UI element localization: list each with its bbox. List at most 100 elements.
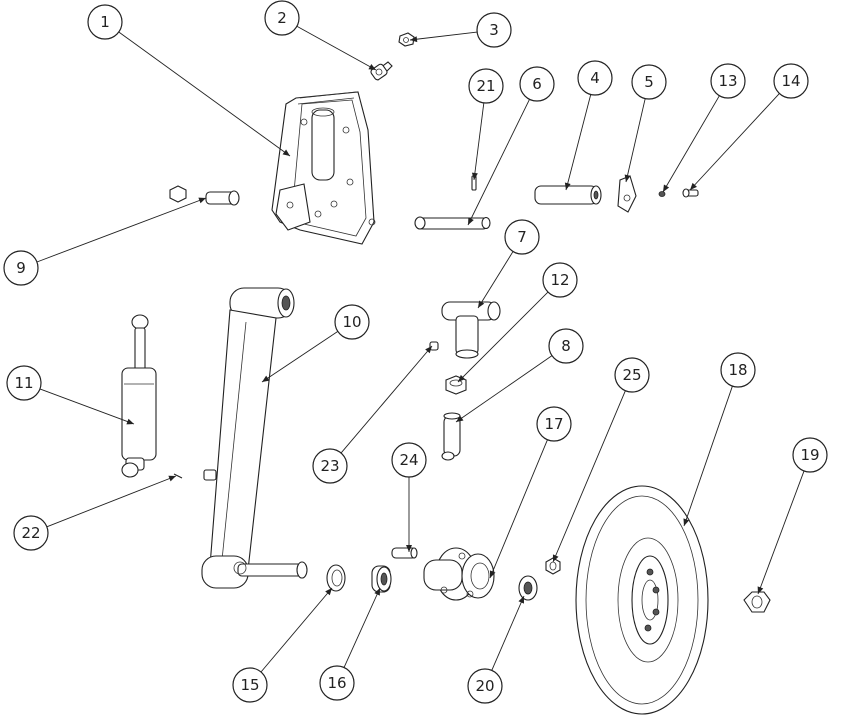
leader-line-5 [625, 98, 646, 183]
leader-line-6 [467, 99, 530, 226]
callout-number-15: 15 [240, 676, 259, 694]
callout-bubble-6 [519, 66, 555, 102]
callout-20: 20 [467, 595, 525, 704]
callout-bubble-23 [312, 448, 348, 484]
leader-arrowhead-4 [564, 182, 571, 190]
leader-arrowhead-22 [168, 475, 176, 482]
callout-3: 3 [409, 12, 512, 48]
leader-arrowhead-1 [282, 149, 290, 156]
leader-line-19 [757, 470, 805, 595]
leader-arrowhead-7 [478, 300, 485, 308]
callout-1: 1 [87, 4, 291, 157]
callout-number-9: 9 [16, 259, 26, 277]
callout-number-11: 11 [14, 374, 33, 392]
callout-21: 21 [468, 68, 504, 181]
callout-bubble-1 [87, 4, 123, 40]
leader-arrowhead-3 [410, 36, 418, 43]
callout-23: 23 [312, 345, 433, 484]
leader-arrowhead-17 [489, 570, 496, 578]
callout-bubble-25 [614, 357, 650, 393]
part-20-bearing [518, 575, 538, 601]
leader-arrowhead-8 [456, 415, 464, 422]
part-22-small-pin [173, 473, 183, 479]
leader-line-13 [662, 95, 720, 193]
part-13-small-pin [658, 191, 666, 197]
callout-bubble-21 [468, 68, 504, 104]
part-3-nut [398, 32, 415, 47]
callout-bubble-3 [476, 12, 512, 48]
callout-bubble-2 [264, 0, 300, 36]
callout-number-24: 24 [399, 451, 418, 469]
callout-number-17: 17 [544, 415, 563, 433]
leader-arrowhead-11 [126, 418, 134, 425]
leader-line-9 [36, 197, 207, 263]
leader-line-17 [489, 439, 548, 579]
callout-2: 2 [264, 0, 377, 71]
callout-number-18: 18 [728, 361, 747, 379]
callout-bubble-20 [467, 668, 503, 704]
leader-line-25 [552, 390, 626, 563]
callout-number-8: 8 [561, 337, 571, 355]
callout-bubble-10 [334, 304, 370, 340]
callout-bubble-11 [6, 365, 42, 401]
callout-number-25: 25 [622, 366, 641, 384]
part-9-bolt-and-nut [169, 185, 240, 206]
callout-22: 22 [13, 475, 177, 551]
callout-16: 16 [319, 587, 381, 701]
leader-arrowhead-16 [374, 588, 380, 596]
leader-arrowhead-18 [683, 518, 690, 526]
callout-number-19: 19 [800, 446, 819, 464]
callout-number-20: 20 [475, 677, 494, 695]
callout-6: 6 [467, 66, 555, 226]
callout-number-7: 7 [517, 228, 527, 246]
callout-15: 15 [232, 587, 333, 703]
callout-18: 18 [683, 352, 756, 527]
callout-bubble-17 [536, 406, 572, 442]
leader-line-23 [340, 345, 433, 454]
part-15-seal [326, 564, 346, 592]
callout-bubble-16 [319, 665, 355, 701]
callout-25: 25 [552, 357, 650, 563]
callout-bubble-22 [13, 515, 49, 551]
callout-number-5: 5 [644, 73, 654, 91]
callout-bubble-7 [504, 219, 540, 255]
leader-line-1 [118, 31, 291, 157]
part-23-grease-fitting [429, 341, 439, 351]
leader-arrowhead-23 [425, 346, 432, 354]
callout-number-2: 2 [277, 9, 287, 27]
part-7-tee-fitting [441, 301, 501, 359]
callout-number-16: 16 [327, 674, 346, 692]
leader-arrowhead-25 [552, 554, 559, 562]
callout-number-13: 13 [718, 72, 737, 90]
leader-arrowhead-10 [262, 375, 270, 382]
callout-17: 17 [489, 406, 572, 579]
callout-11: 11 [6, 365, 135, 425]
callout-8: 8 [455, 328, 584, 423]
leader-line-12 [457, 291, 549, 383]
callout-12: 12 [457, 262, 578, 383]
leader-arrowhead-24 [406, 545, 412, 552]
callout-number-4: 4 [590, 69, 600, 87]
part-14-small-bolt [682, 188, 699, 198]
leader-arrowhead-5 [624, 174, 631, 182]
part-24-spacer [391, 547, 418, 559]
callout-number-14: 14 [781, 72, 800, 90]
callout-bubble-13 [710, 63, 746, 99]
callout-number-10: 10 [342, 313, 361, 331]
callout-13: 13 [662, 63, 746, 193]
callout-14: 14 [689, 63, 809, 191]
leader-line-18 [683, 385, 733, 527]
callout-9: 9 [3, 197, 207, 286]
part-5-clip [617, 175, 637, 213]
leader-line-10 [261, 331, 339, 383]
callout-number-3: 3 [489, 21, 499, 39]
leader-arrowhead-14 [690, 182, 697, 190]
callout-bubble-19 [792, 437, 828, 473]
callout-24: 24 [391, 442, 427, 552]
part-8-pin [441, 412, 461, 461]
callout-5: 5 [624, 64, 667, 183]
leader-arrowhead-21 [471, 172, 478, 180]
